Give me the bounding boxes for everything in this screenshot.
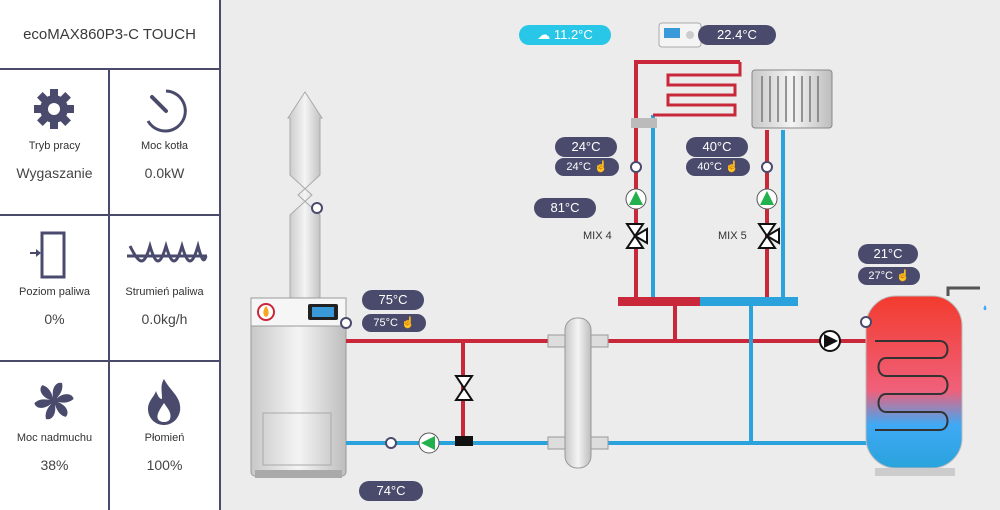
flue-temp-value: 81°C: [550, 200, 580, 215]
piping-schematic: [250, 60, 987, 478]
touch-icon: ☝: [895, 270, 910, 282]
hydraulic-separator: [547, 317, 609, 469]
tile-value: Wygaszanie: [16, 165, 93, 181]
device-title: ecoMAX860P3-C TOUCH: [0, 0, 219, 70]
tile-label: Moc nadmuchu: [16, 432, 93, 444]
return-temp-badge: 74°C: [359, 481, 423, 501]
tile-value: 100%: [146, 457, 183, 473]
tile-value: 38%: [40, 457, 69, 473]
gauge-icon: [146, 89, 187, 133]
tile-fuel-level[interactable]: Poziom paliwa 0%: [0, 216, 109, 362]
mix4-temp-badge: 24°C: [555, 137, 617, 157]
dhw-temp-badge: 21°C: [858, 244, 918, 264]
tile-operating-mode[interactable]: Tryb pracy Wygaszanie: [0, 70, 109, 216]
tile-boiler-power[interactable]: Moc kotła 0.0kW: [110, 70, 219, 216]
radiator: [751, 69, 833, 129]
tile-fan-power[interactable]: Moc nadmuchu 38%: [0, 362, 109, 508]
dhw-temp-value: 21°C: [873, 246, 903, 261]
dhw-setpoint-badge[interactable]: 27°C ☝: [858, 267, 920, 285]
tile-fuel-flow[interactable]: Strumień paliwa 0.0kg/h: [110, 216, 219, 362]
tile-value: 0.0kg/h: [141, 311, 188, 327]
auger-icon: [127, 240, 208, 263]
outdoor-temp-badge: ☁ 11.2°C: [519, 25, 611, 45]
room-temp-value: 22.4°C: [717, 27, 757, 42]
boiler-temp-badge: 75°C: [362, 290, 424, 310]
mix5-setpoint-badge[interactable]: 40°C ☝: [686, 158, 750, 176]
tile-flame[interactable]: Płomień 100%: [110, 362, 219, 508]
mix4-label: MIX 4: [583, 230, 612, 242]
tile-label: Płomień: [144, 432, 185, 444]
touch-icon: ☝: [593, 161, 608, 173]
mix4-setpoint-value: 24°C: [566, 161, 591, 173]
dhw-setpoint-value: 27°C: [868, 270, 893, 282]
outdoor-temp-value: 11.2°C: [553, 27, 593, 42]
gear-icon: [34, 89, 74, 129]
return-temp-value: 74°C: [376, 483, 406, 498]
room-temp-badge: 22.4°C: [698, 25, 776, 45]
chimney: [287, 91, 323, 301]
mix5-temp-badge: 40°C: [686, 137, 748, 157]
boiler[interactable]: [250, 297, 347, 478]
mix4-setpoint-badge[interactable]: 24°C ☝: [555, 158, 619, 176]
hydraulic-diagram: ☁ 11.2°C 22.4°C 81°C 75°C 75°C ☝ 74°C 24…: [222, 0, 1000, 510]
room-thermostat-icon[interactable]: [658, 22, 702, 48]
sidebar: ecoMAX860P3-C TOUCH Tryb pracy Wygaszani…: [0, 0, 221, 510]
tile-value: 0.0kW: [144, 165, 185, 181]
boiler-temp-value: 75°C: [378, 292, 408, 307]
dhw-pump-icon[interactable]: [819, 330, 841, 352]
boiler-pump-icon[interactable]: [418, 432, 440, 454]
tile-label: Tryb pracy: [28, 140, 81, 152]
bypass-valve-icon[interactable]: [454, 374, 474, 402]
touch-icon: ☝: [400, 317, 415, 329]
tile-label: Poziom paliwa: [19, 286, 90, 298]
flue-temp-badge: 81°C: [534, 198, 596, 218]
mix4-pump-icon[interactable]: [625, 188, 647, 210]
tile-label: Moc kotła: [140, 140, 189, 152]
fuel-level-icon: [30, 231, 66, 279]
tile-label: Strumień paliwa: [125, 286, 204, 298]
flame-icon: [148, 379, 181, 425]
mix5-pump-icon[interactable]: [756, 188, 778, 210]
boiler-setpoint-value: 75°C: [373, 317, 398, 329]
mix5-temp-value: 40°C: [702, 139, 732, 154]
divider: [108, 70, 110, 510]
mix5-label: MIX 5: [718, 230, 747, 242]
dhw-tank[interactable]: [865, 286, 987, 476]
mix4-temp-value: 24°C: [571, 139, 601, 154]
mix5-valve-icon[interactable]: [757, 222, 781, 250]
boiler-setpoint-badge[interactable]: 75°C ☝: [362, 314, 426, 332]
fan-icon: [34, 382, 74, 420]
mix4-valve-icon[interactable]: [625, 222, 649, 250]
touch-icon: ☝: [724, 161, 739, 173]
cloud-icon: ☁: [537, 27, 554, 42]
mix5-setpoint-value: 40°C: [697, 161, 722, 173]
tile-value: 0%: [44, 311, 65, 327]
